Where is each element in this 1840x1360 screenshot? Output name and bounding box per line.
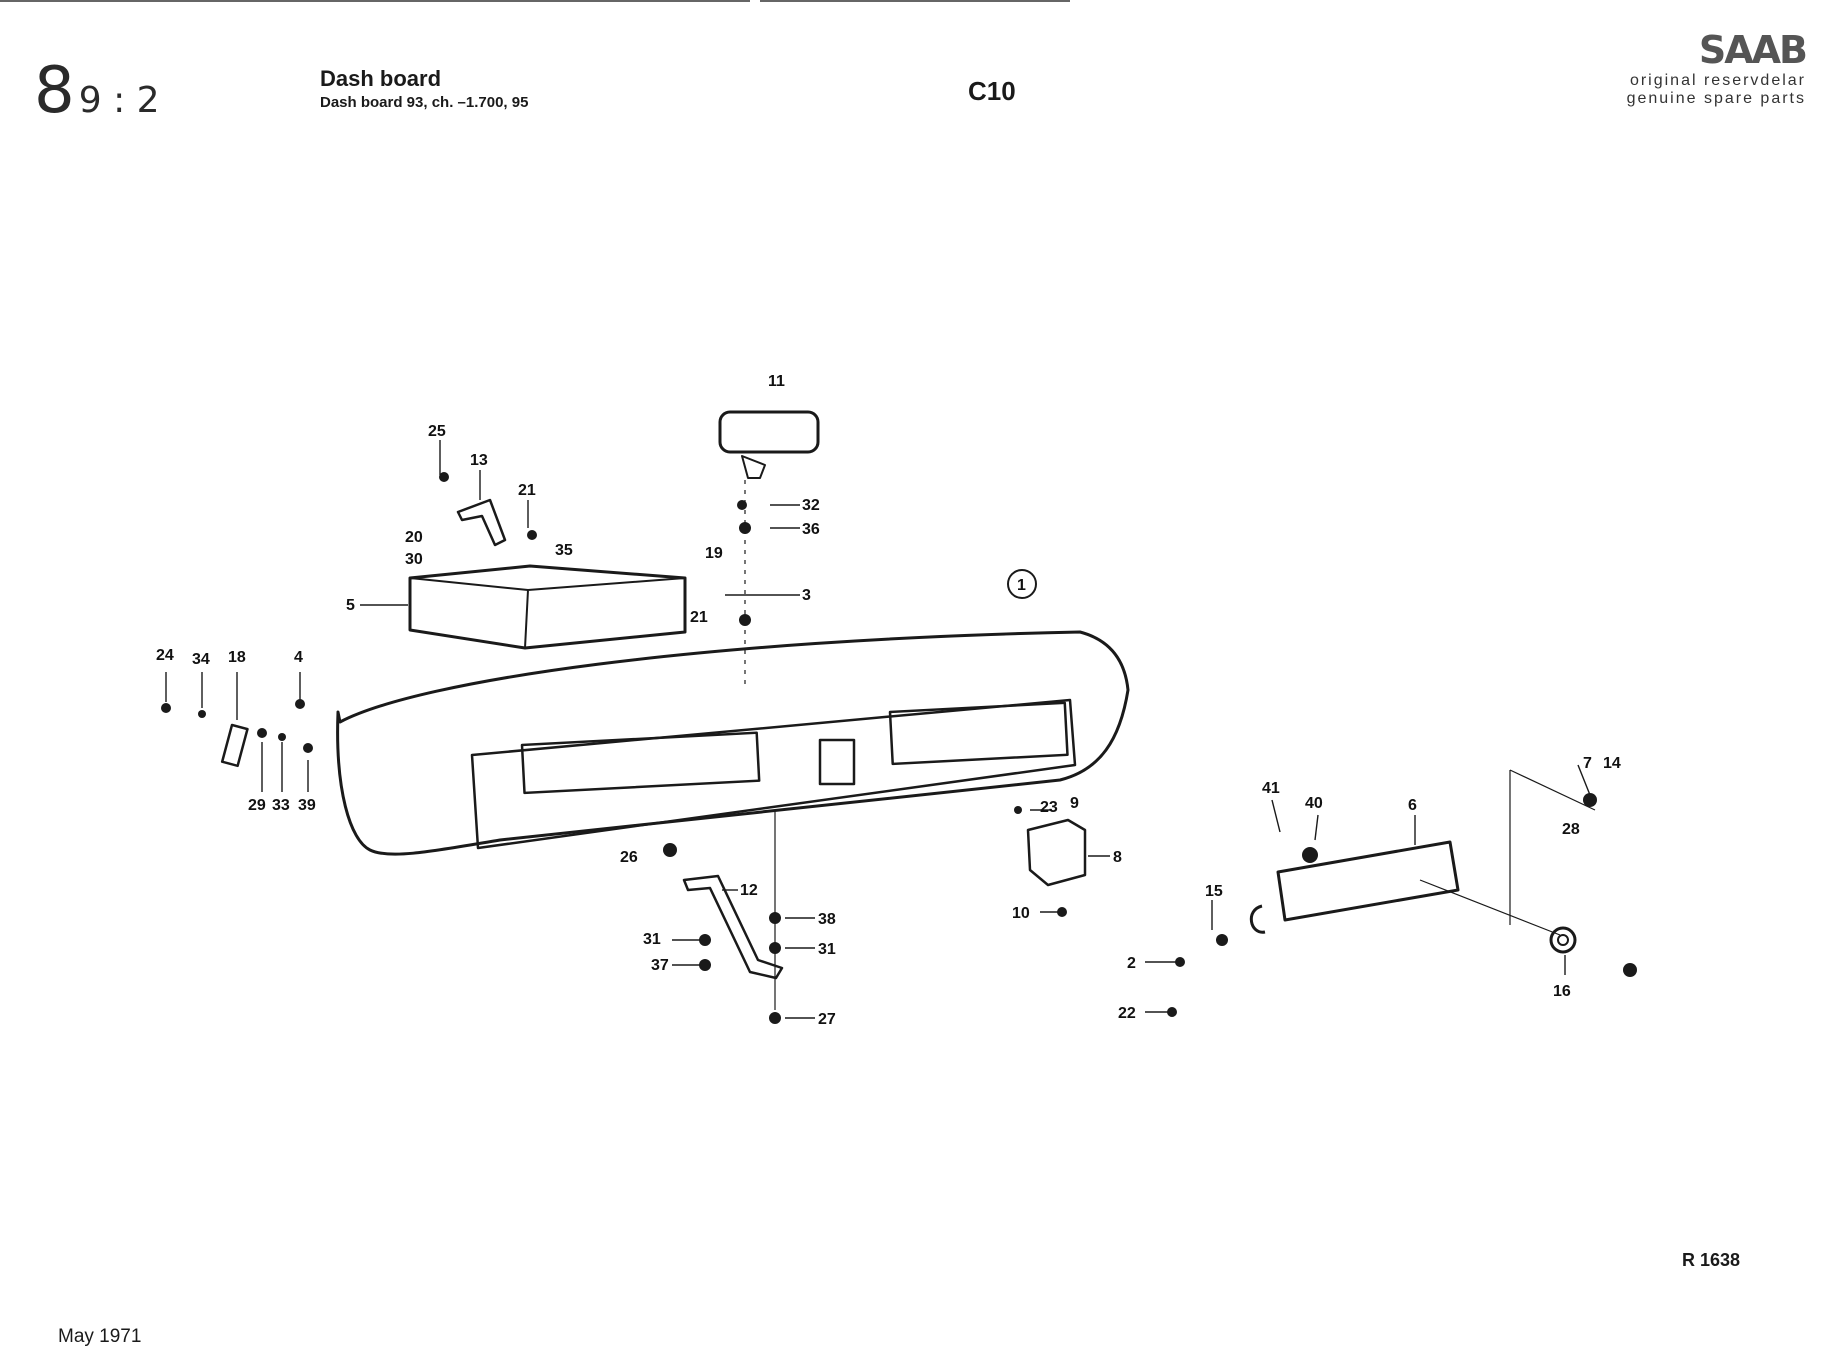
callout-26: 26 <box>620 849 638 866</box>
callout-2: 2 <box>1127 955 1136 972</box>
callout-31b: 31 <box>643 931 661 948</box>
page-code-major: 8 <box>34 54 75 128</box>
drawing-reference: R 1638 <box>1682 1250 1741 1270</box>
panel-6 <box>1276 840 1460 922</box>
callout-8: 8 <box>1113 849 1122 866</box>
callout-36: 36 <box>802 521 820 538</box>
callout-18: 18 <box>228 649 246 666</box>
callout-21b: 21 <box>690 609 708 626</box>
publication-date: May 1971 <box>58 1326 142 1347</box>
section-code: C10 <box>968 76 1016 106</box>
callout-20: 20 <box>405 529 423 546</box>
page-code-minor: 9 : 2 <box>78 80 160 121</box>
callout-39: 39 <box>298 797 316 814</box>
callout-13: 13 <box>470 452 488 469</box>
callout-35: 35 <box>555 542 573 559</box>
instrument-opening-left <box>520 731 761 795</box>
callout-6: 6 <box>1408 797 1417 814</box>
callout-40: 40 <box>1305 795 1323 812</box>
callout-37: 37 <box>651 957 669 974</box>
assembly-marker: 1 <box>1017 577 1026 594</box>
callout-12: 12 <box>740 882 758 899</box>
callout-9: 9 <box>1070 795 1079 812</box>
callout-14: 14 <box>1603 755 1621 772</box>
callout-19: 19 <box>705 545 723 562</box>
callout-27: 27 <box>818 1011 836 1028</box>
dash-front-face <box>470 698 1077 850</box>
callout-5: 5 <box>346 597 355 614</box>
callout-41: 41 <box>1262 780 1280 797</box>
callout-7: 7 <box>1583 755 1592 772</box>
center-opening <box>818 738 856 786</box>
page-subtitle: Dash board 93, ch. –1.700, 95 <box>320 94 529 111</box>
brand-block: SAAB original reservdelar genuine spare … <box>1626 28 1808 108</box>
callout-11: 11 <box>768 373 785 390</box>
callout-31: 31 <box>818 941 836 958</box>
callout-23: 23 <box>1040 799 1058 816</box>
callout-21: 21 <box>518 482 536 499</box>
callout-28: 28 <box>1562 821 1580 838</box>
dash-board-shell <box>336 630 1130 856</box>
saab-logo: SAAB <box>1698 28 1808 72</box>
callout-32: 32 <box>802 497 820 514</box>
brand-tagline-1: original reservdelar <box>1629 72 1806 89</box>
callout-22: 22 <box>1118 1005 1136 1022</box>
callout-3: 3 <box>802 587 811 604</box>
callout-34: 34 <box>192 651 210 668</box>
callout-38: 38 <box>818 911 836 928</box>
callout-30: 30 <box>405 551 423 568</box>
callout-24: 24 <box>156 647 174 664</box>
instrument-opening-right <box>888 701 1069 766</box>
brand-tagline-2: genuine spare parts <box>1626 90 1806 107</box>
callout-10: 10 <box>1012 905 1030 922</box>
rear-view-mirror <box>718 410 820 454</box>
glove-box <box>408 564 687 650</box>
callout-33: 33 <box>272 797 290 814</box>
page-title: Dash board <box>320 66 442 91</box>
callout-25: 25 <box>428 423 446 440</box>
callout-15: 15 <box>1205 883 1223 900</box>
callout-4: 4 <box>294 649 303 666</box>
callout-29: 29 <box>248 797 266 814</box>
callout-16: 16 <box>1553 983 1571 1000</box>
